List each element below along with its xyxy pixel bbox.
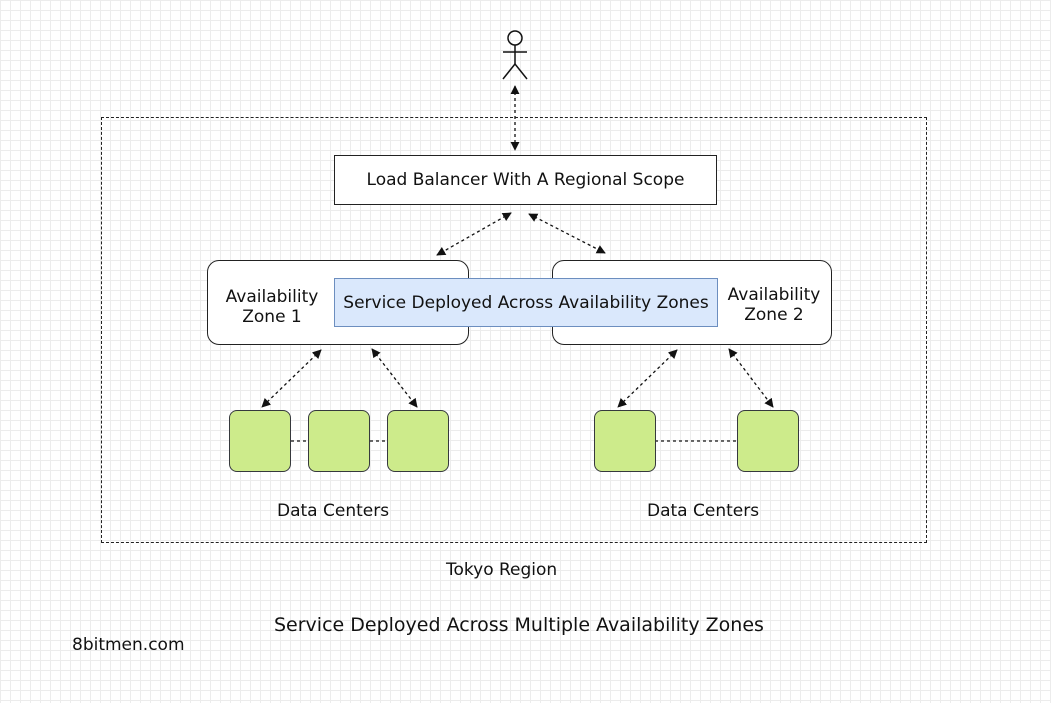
region-label: Tokyo Region: [446, 560, 558, 580]
watermark: 8bitmen.com: [72, 635, 185, 655]
zone1-dc1-connector: [261, 349, 322, 408]
diagram-caption: Service Deployed Across Multiple Availab…: [274, 614, 764, 636]
load-balancer-box: Load Balancer With A Regional Scope: [334, 155, 717, 205]
zone-1-label: Availability Zone 1: [218, 287, 326, 327]
zone-2-label-line1: Availability: [727, 285, 821, 305]
zone-2-label-line2: Zone 2: [744, 305, 804, 325]
data-center-zone1-a: [229, 410, 291, 472]
zone-1-label-line1: Availability: [225, 287, 319, 307]
lb-zone1-connector: [436, 212, 512, 256]
data-center-zone2-b: [737, 410, 799, 472]
service-box: Service Deployed Across Availability Zon…: [334, 278, 718, 327]
data-centers-label-zone1: Data Centers: [277, 501, 390, 521]
data-center-zone2-a: [594, 410, 656, 472]
zone1-dc3-connector: [371, 348, 418, 408]
zone2-dc1-connector: [617, 349, 678, 408]
data-center-zone1-b: [308, 410, 370, 472]
lb-zone2-connector: [528, 213, 606, 254]
service-label: Service Deployed Across Availability Zon…: [343, 292, 709, 313]
data-centers-label-zone2: Data Centers: [647, 501, 760, 521]
zone-2-label: Availability Zone 2: [720, 285, 828, 325]
data-center-zone1-c: [387, 410, 449, 472]
load-balancer-label: Load Balancer With A Regional Scope: [366, 170, 685, 190]
zone-1-label-line2: Zone 1: [242, 307, 302, 327]
user-icon: [502, 30, 528, 80]
zone2-dc2-connector: [728, 348, 774, 408]
